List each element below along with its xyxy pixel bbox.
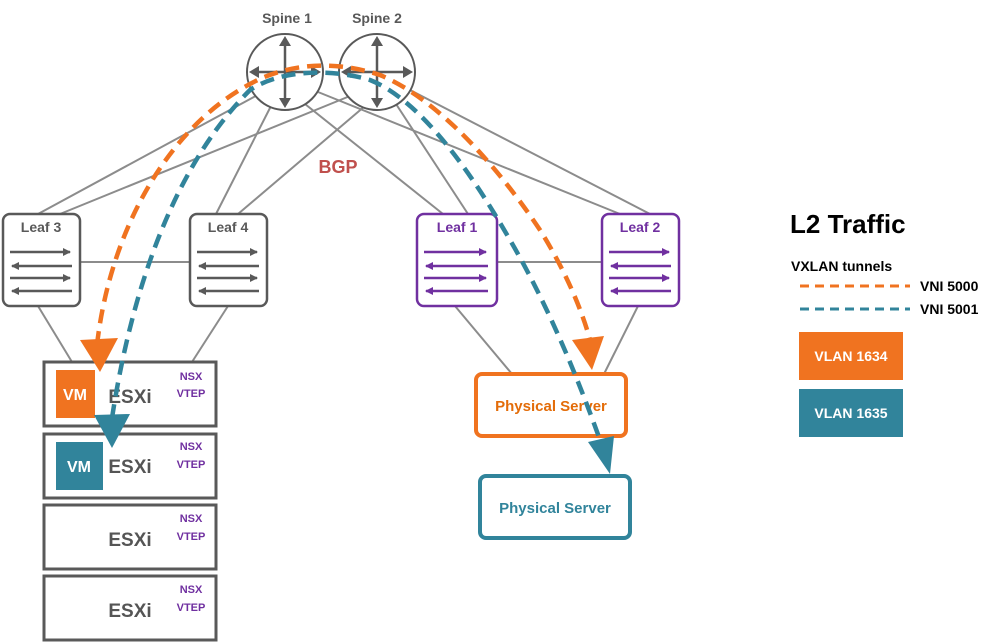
esxi-label: ESXi <box>108 387 151 408</box>
arrow-head-orange-right <box>572 336 604 370</box>
leaf-2-label: Leaf 2 <box>620 219 661 235</box>
vtep-label: VTEP <box>177 531 206 543</box>
physical-server-teal: Physical Server <box>478 474 632 540</box>
physical-server-label: Physical Server <box>499 500 611 517</box>
spine-1 <box>246 33 324 111</box>
legend-vlan-1634: VLAN 1634 <box>814 348 887 364</box>
legend: L2 Traffic VXLAN tunnels VNI 5000 VNI 50… <box>790 209 979 437</box>
esxi-label: ESXi <box>108 457 151 478</box>
esxi-label: ESXi <box>108 601 151 622</box>
vtep-label: VTEP <box>177 602 206 614</box>
esxi-host-2: VM ESXi NSX VTEP <box>42 432 218 500</box>
nsx-label: NSX <box>180 371 203 383</box>
legend-vlan-1634-box <box>799 332 903 380</box>
leaf-3 <box>1 212 82 308</box>
vtep-label: VTEP <box>177 388 206 400</box>
vm-orange <box>56 370 95 418</box>
physical-server-label: Physical Server <box>495 398 607 415</box>
leaf-2 <box>600 212 681 308</box>
leaf-4 <box>188 212 269 308</box>
leaf-3-label: Leaf 3 <box>21 219 62 235</box>
nsx-label: NSX <box>180 513 203 525</box>
esxi-host-1: VM ESXi NSX VTEP <box>42 360 218 428</box>
legend-subtitle: VXLAN tunnels <box>791 258 892 274</box>
legend-title: L2 Traffic <box>790 209 906 239</box>
leaf-4-label: Leaf 4 <box>208 219 249 235</box>
esxi-label: ESXi <box>108 530 151 551</box>
legend-vni-5000: VNI 5000 <box>920 278 979 294</box>
esxi-host-4: ESXi NSX VTEP <box>42 574 218 642</box>
nsx-label: NSX <box>180 584 203 596</box>
arrow-head-orange-left <box>80 338 118 372</box>
leaf-1-label: Leaf 1 <box>437 219 478 235</box>
vxlan-tunnel-vni-5000 <box>94 63 593 346</box>
vxlan-tunnel-vni-5001 <box>109 70 603 441</box>
nsx-label: NSX <box>180 441 203 453</box>
spine-1-label: Spine 1 <box>262 10 312 26</box>
vm-teal <box>56 442 103 490</box>
arrow-head-teal-left <box>94 414 130 448</box>
legend-vlan-1635-box <box>799 389 903 437</box>
fabric-links <box>37 89 651 375</box>
bgp-label: BGP <box>318 157 357 177</box>
vm-label: VM <box>67 459 91 476</box>
legend-vlan-1635: VLAN 1635 <box>814 405 887 421</box>
physical-server-orange: Physical Server <box>474 372 628 438</box>
legend-vni-5001: VNI 5001 <box>920 301 979 317</box>
vm-label: VM <box>63 387 87 404</box>
vtep-label: VTEP <box>177 459 206 471</box>
leaf-1 <box>415 212 499 308</box>
esxi-host-3: ESXi NSX VTEP <box>42 503 218 571</box>
spine-2-label: Spine 2 <box>352 10 402 26</box>
arrow-head-teal-right <box>588 436 614 474</box>
